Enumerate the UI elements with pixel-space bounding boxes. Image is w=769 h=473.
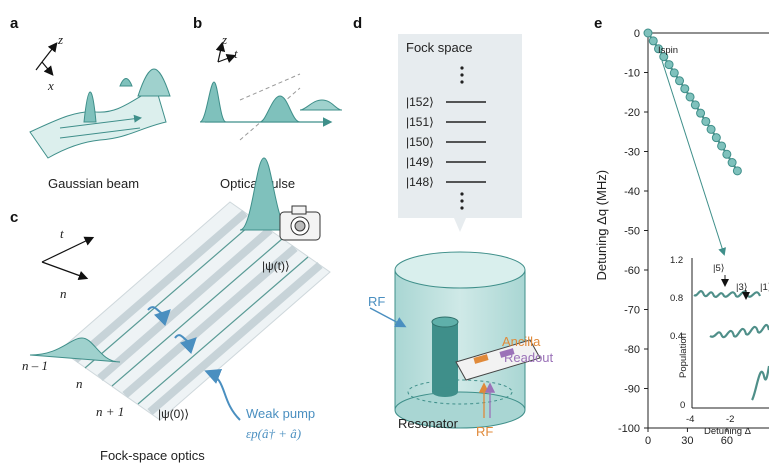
axis-t-c: t xyxy=(60,226,64,241)
ancilla-chip xyxy=(455,339,541,381)
data-point xyxy=(696,108,706,118)
readout-label: Readout xyxy=(504,350,554,365)
data-point xyxy=(675,76,685,86)
optical-pulse-shape xyxy=(199,73,343,141)
y-tick-label: -90 xyxy=(624,384,640,396)
rf-left-label: RF xyxy=(368,294,385,309)
data-point xyxy=(669,68,679,78)
dots-bottom xyxy=(460,192,464,210)
row-label-n-plus-1: n + 1 xyxy=(96,404,124,419)
axes-icon-c xyxy=(41,236,95,281)
fock-space-sheet xyxy=(29,157,331,421)
data-point xyxy=(701,116,711,126)
x-tick-label: 0 xyxy=(645,435,651,447)
data-point xyxy=(711,133,721,143)
point-annotation: Ispin xyxy=(658,45,678,56)
data-point xyxy=(664,60,674,70)
axis-x-a: x xyxy=(47,78,54,93)
data-point xyxy=(706,124,716,134)
panel-label-b: b xyxy=(193,15,202,32)
psi-zero-label: |ψ(0)⟩ xyxy=(158,407,189,421)
caption-a: Gaussian beam xyxy=(48,176,139,191)
y-tick-label: -80 xyxy=(624,344,640,356)
y-tick-label: -10 xyxy=(624,68,640,80)
panel-label-e: e xyxy=(594,15,602,32)
row-label-n: n xyxy=(76,376,83,391)
level-149: |149⟩ xyxy=(406,155,434,169)
inset-peak-5: |5⟩ xyxy=(713,263,725,274)
axes-icon-b xyxy=(215,41,237,64)
y-tick-label: -70 xyxy=(624,305,640,317)
x-tick-label: 30 xyxy=(681,435,693,447)
data-point xyxy=(643,28,653,38)
data-point xyxy=(685,92,695,102)
psi-t-label: |ψ(t)⟩ xyxy=(262,259,290,273)
rf-bottom-label: RF xyxy=(476,424,493,439)
y-tick-label: -100 xyxy=(618,423,640,435)
panel-label-c: c xyxy=(10,209,18,226)
fock-space-box xyxy=(398,34,522,232)
inset-ytick-1-2: 1.2 xyxy=(670,255,683,266)
annotation-arrow xyxy=(661,60,726,256)
y-tick-label: -40 xyxy=(624,186,640,198)
pump-formula: εp(â† + â) xyxy=(246,426,301,441)
row-label-n-minus-1: n – 1 xyxy=(22,358,48,373)
data-point xyxy=(722,149,732,159)
axis-z-a: z xyxy=(57,32,63,47)
inset-chart xyxy=(691,258,769,409)
inset-peak-1: |1⟩ xyxy=(760,282,769,293)
inset-ytick-0-4: 0.4 xyxy=(670,331,683,342)
caption-c: Fock-space optics xyxy=(100,448,205,463)
y-tick-label: -20 xyxy=(624,107,640,119)
inset-peak-3: |3⟩ xyxy=(736,282,748,293)
y-tick-label: -60 xyxy=(624,265,640,277)
axis-n-c: n xyxy=(60,286,67,301)
inset-ylabel: Population xyxy=(678,333,689,378)
axis-z-b: z xyxy=(221,32,227,47)
level-152: |152⟩ xyxy=(406,95,434,109)
inset-ytick-0: 0 xyxy=(680,400,685,411)
panel-a: a z x Gaussian beam xyxy=(10,15,171,191)
data-point xyxy=(732,166,742,176)
level-151: |151⟩ xyxy=(406,115,434,129)
inset-xtick-neg2: -2 xyxy=(726,414,734,425)
inset-xtick-neg4: -4 xyxy=(686,414,694,425)
panel-label-a: a xyxy=(10,15,19,32)
y-tick-label: -30 xyxy=(624,147,640,159)
axis-t-b: t xyxy=(234,46,238,61)
data-point xyxy=(690,100,700,110)
level-150: |150⟩ xyxy=(406,135,434,149)
pump-label: Weak pump xyxy=(246,406,315,421)
inset-ytick-0-8: 0.8 xyxy=(670,293,683,304)
fock-space-title: Fock space xyxy=(406,40,472,55)
x-tick-label: 60 xyxy=(721,435,733,447)
data-point xyxy=(680,84,690,94)
data-point xyxy=(648,36,658,46)
ancilla-label: Ancilla xyxy=(502,334,541,349)
gaussian-beam-shape xyxy=(29,68,171,159)
inset-xlabel: Detuning Δ xyxy=(704,426,752,437)
data-point xyxy=(717,141,727,151)
data-point xyxy=(659,52,669,62)
axes-icon-a xyxy=(35,42,58,76)
level-148: |148⟩ xyxy=(406,175,434,189)
panel-d: d Fock space |152⟩ |151⟩ |150⟩ |149⟩ |14… xyxy=(353,15,554,439)
panel-label-d: d xyxy=(353,15,362,32)
level-lines xyxy=(446,101,486,183)
resonator-cylinder xyxy=(394,251,526,429)
data-point xyxy=(654,44,664,54)
data-point xyxy=(727,158,737,168)
panel-c: c t n n – 1 n n + 1 |ψ(0)⟩ |ψ(t)⟩ xyxy=(10,157,331,463)
y-tick-label: -50 xyxy=(624,226,640,238)
dots-top xyxy=(460,66,464,84)
y-axis-label: Detuning Δq (MHz) xyxy=(594,170,609,281)
y-tick-label: 0 xyxy=(634,28,640,40)
camera-icon xyxy=(279,205,321,241)
resonator-label: Resonator xyxy=(398,416,459,431)
